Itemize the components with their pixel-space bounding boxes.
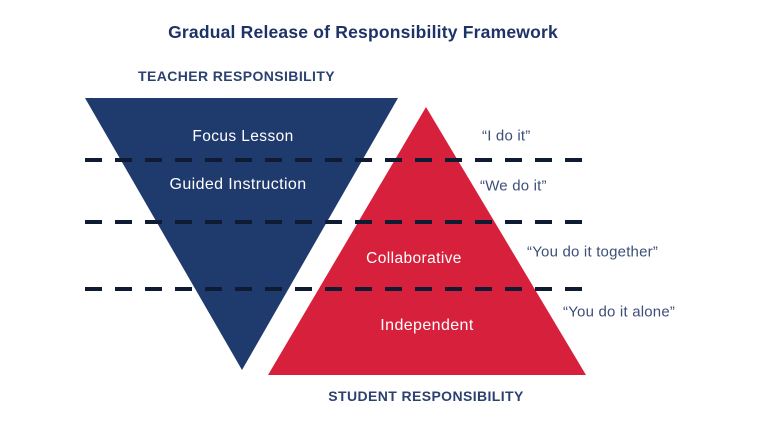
quote-you-do-it-alone: “You do it alone” [563, 303, 676, 321]
teacher-responsibility-label: TEACHER RESPONSIBILITY [138, 68, 336, 84]
quote-you-do-it-together: “You do it together” [527, 243, 659, 261]
quote-we-do-it: “We do it” [480, 177, 547, 195]
student-triangle [268, 107, 586, 375]
stage-label-guided-instruction: Guided Instruction [169, 176, 307, 193]
stage-label-collaborative: Collaborative [366, 250, 462, 267]
teacher-triangle [85, 98, 398, 370]
stage-label-focus-lesson: Focus Lesson [192, 128, 294, 145]
student-responsibility-label: STUDENT RESPONSIBILITY [328, 388, 524, 404]
stage-label-independent: Independent [380, 317, 474, 334]
quote-i-do-it: “I do it” [482, 127, 531, 145]
page-title: Gradual Release of Responsibility Framew… [168, 22, 558, 42]
